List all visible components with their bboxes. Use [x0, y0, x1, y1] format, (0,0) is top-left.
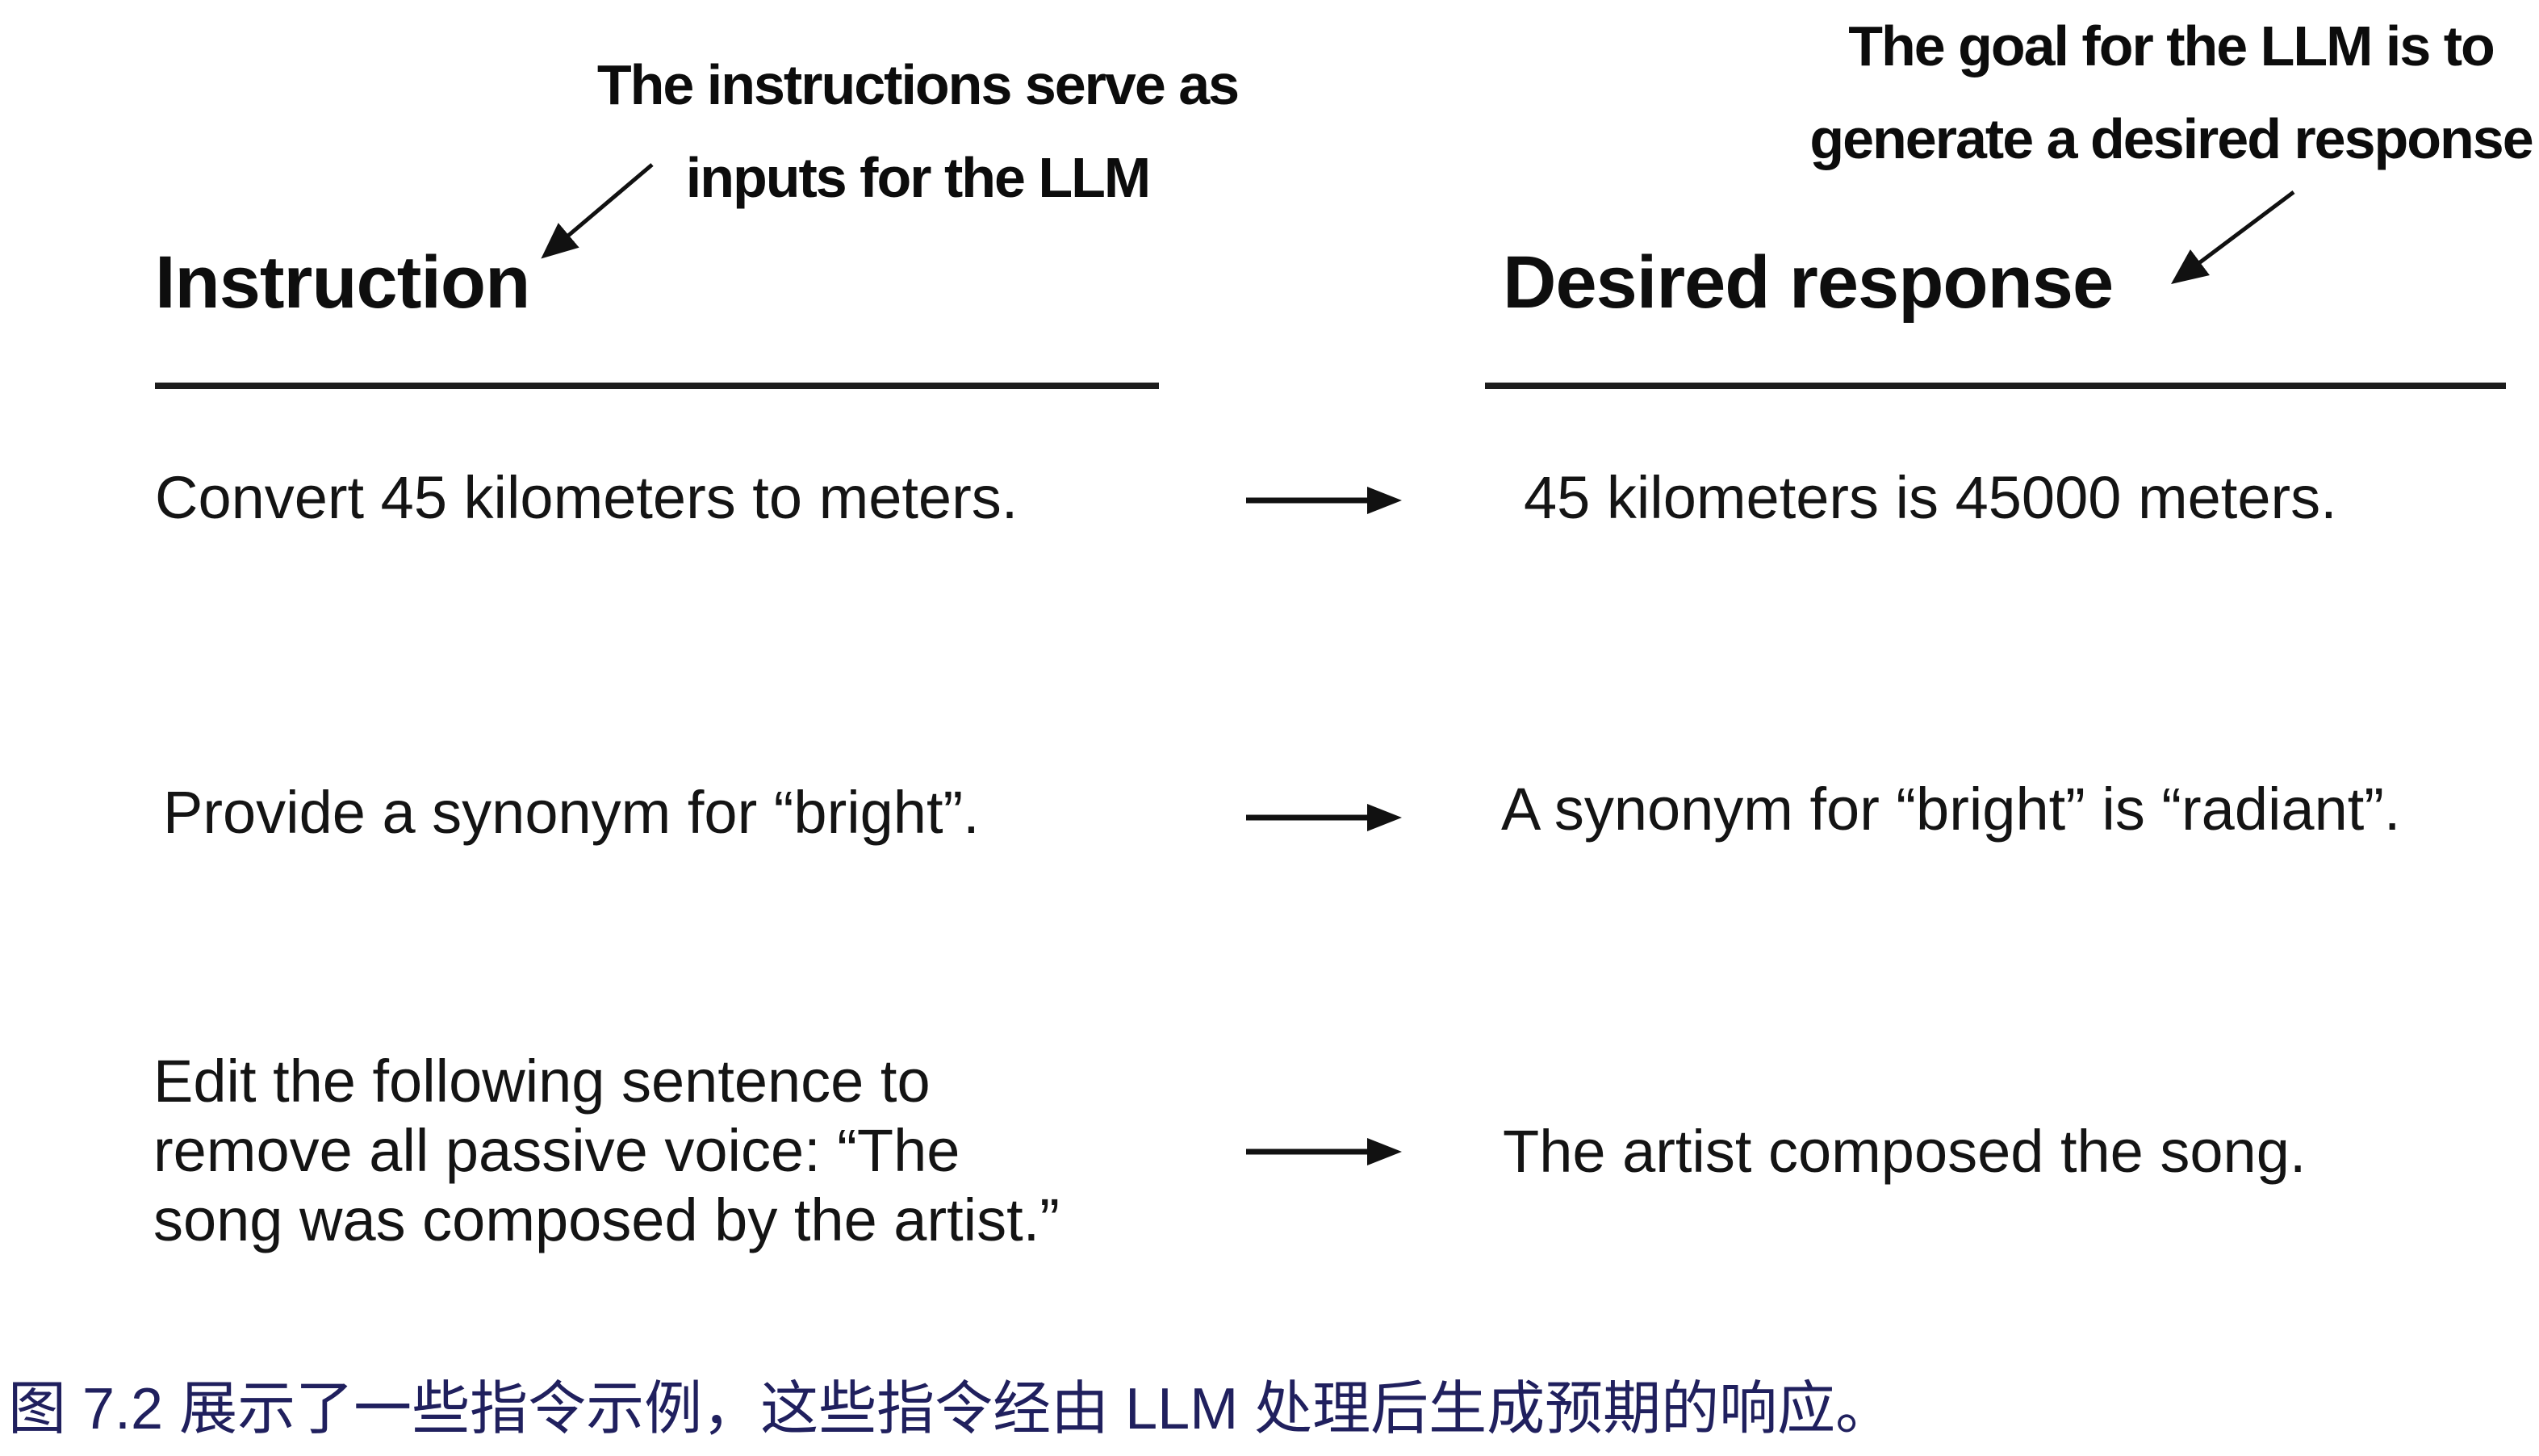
instruction-header-rule [155, 383, 1159, 389]
annotation-arrow-left-icon [541, 163, 654, 259]
figure-caption: 图 7.2 展示了一些指令示例，这些指令经由 LLM 处理后生成预期的响应。 [8, 1377, 1894, 1441]
column-header-instruction: Instruction [155, 241, 530, 324]
instruction-cell-1: Convert 45 kilometers to meters. [155, 464, 1019, 531]
response-header-rule [1485, 383, 2506, 389]
row-arrow-icon [1246, 804, 1402, 831]
row-arrow-icon [1246, 1138, 1402, 1165]
annotation-arrow-right-icon [2171, 190, 2295, 284]
instruction-cell-2: Provide a synonym for “bright”. [163, 779, 980, 846]
response-cell-1: 45 kilometers is 45000 meters. [1524, 464, 2337, 531]
response-cell-3: The artist composed the song. [1503, 1118, 2307, 1185]
response-cell-2: A synonym for “bright” is “radiant”. [1501, 776, 2401, 843]
instruction-cell-3: Edit the following sentence to remove al… [153, 1048, 1060, 1253]
column-header-desired-response: Desired response [1503, 241, 2114, 324]
row-arrow-icon [1246, 487, 1402, 514]
annotation-llm-goal: The goal for the LLM is to generate a de… [1809, 15, 2533, 170]
annotation-instructions-input: The instructions serve as inputs for the… [596, 53, 1240, 209]
